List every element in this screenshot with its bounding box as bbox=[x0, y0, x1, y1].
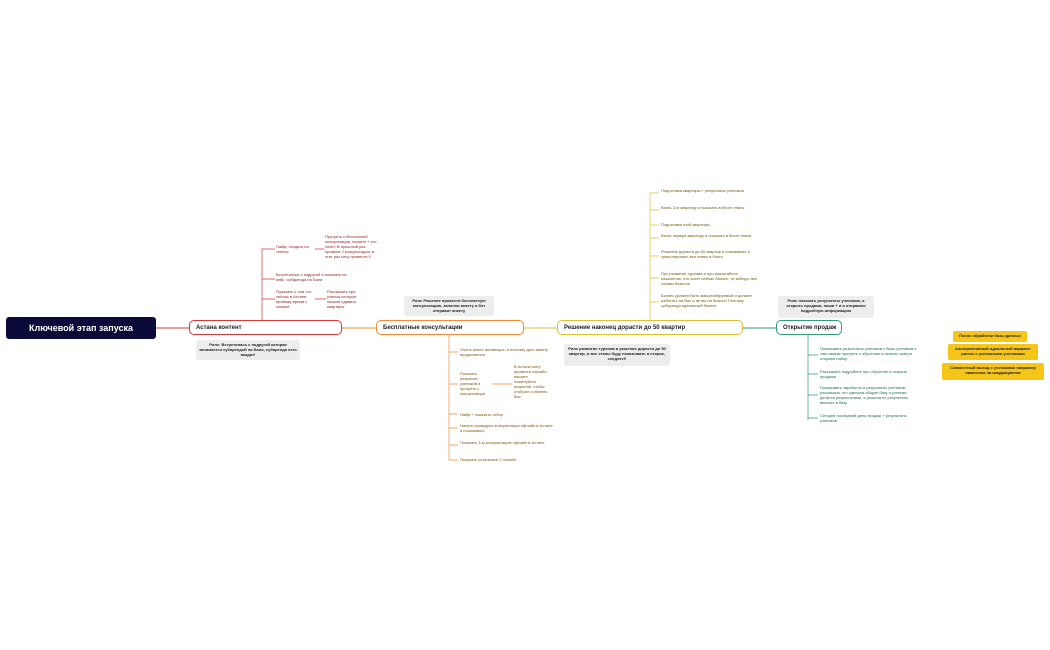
consult-item-5[interactable]: Показать 2-ю консультацию офлайн в Астан… bbox=[460, 440, 545, 445]
branch-consult[interactable]: Бесплатные консультации bbox=[376, 320, 524, 335]
decision-item-4[interactable]: Взять первую квартиру и показать в блоге… bbox=[661, 233, 752, 238]
astana-note[interactable]: Рилс: Встретилась с подругой которая зан… bbox=[196, 340, 300, 360]
sales-note[interactable]: Рилс показать результаты учеников, я отк… bbox=[778, 296, 874, 318]
decision-item-2[interactable]: Взять 2-ю квартиру и показать в блоге эт… bbox=[661, 205, 745, 210]
consult-note[interactable]: Рилс Решение провести бесплатную консуль… bbox=[404, 296, 494, 316]
sales-item-1[interactable]: Показывать результаты учеников с базы уч… bbox=[820, 346, 917, 361]
decision-item-1[interactable]: Подготовка квартиры + результаты ученико… bbox=[661, 188, 744, 193]
decision-item-3[interactable]: Подготовка этой квартиры bbox=[661, 222, 710, 227]
astana-sub-1[interactable]: Прогреть к бесплатной консультации, пиши… bbox=[325, 234, 377, 259]
sales-item-3[interactable]: Показывать заработок и результаты ученик… bbox=[820, 385, 909, 405]
branch-sales[interactable]: Открытие продаж bbox=[776, 320, 842, 335]
root-node[interactable]: Ключевой этап запуска bbox=[6, 317, 156, 339]
branch-astana[interactable]: Астана контент bbox=[189, 320, 342, 335]
astana-item-2[interactable]: Встретилась с подругой и показать не кей… bbox=[276, 272, 347, 282]
sticky-note-1[interactable]: После обработки базы данных bbox=[953, 331, 1027, 342]
consult-item-3[interactable]: Лайф + показать отбор bbox=[460, 412, 504, 417]
decision-item-6[interactable]: Про развитие туризма и про масштабное мы… bbox=[661, 271, 758, 286]
decision-item-5[interactable]: Решение дорасти до 50 квартир и показыва… bbox=[661, 249, 750, 259]
sales-item-2[interactable]: Рассказать подробнее про обучение и откр… bbox=[820, 369, 908, 379]
branch-decision[interactable]: Решение наконец дорасти до 50 квартир bbox=[557, 320, 743, 335]
astana-sub-2[interactable]: Рассказать про учениц которые начали сда… bbox=[327, 289, 357, 309]
decision-note[interactable]: Рилс развитие туризма и решение дорасти … bbox=[564, 344, 670, 366]
sales-item-4[interactable]: Сегодня последний день продаж + результа… bbox=[820, 413, 907, 423]
sticky-note-2[interactable]: Альтернативный идеальный вариант: рилсы … bbox=[948, 344, 1038, 360]
consult-item-4[interactable]: Начать проводить консультации офлайн в А… bbox=[460, 423, 553, 433]
consult-item-6[interactable]: Показать остальные 2 онлайн bbox=[460, 457, 516, 462]
sticky-note-3[interactable]: Совместный выход с учениками например па… bbox=[942, 363, 1044, 380]
astana-item-1[interactable]: Лайф: сходить на теннис bbox=[276, 244, 309, 254]
consult-item-1[interactable]: Очень много желающих, я поэтому дать анк… bbox=[460, 347, 549, 357]
consult-sub[interactable]: В Астане могу провести офлайн, пишите по… bbox=[514, 364, 548, 399]
decision-item-7[interactable]: Бизнес должен быть масштабируемый и долж… bbox=[661, 293, 752, 308]
astana-item-3[interactable]: Показать о том что сейчас в Астане: пров… bbox=[276, 289, 312, 309]
consult-item-2[interactable]: Показать результат учеников и прогреть к… bbox=[460, 371, 486, 396]
